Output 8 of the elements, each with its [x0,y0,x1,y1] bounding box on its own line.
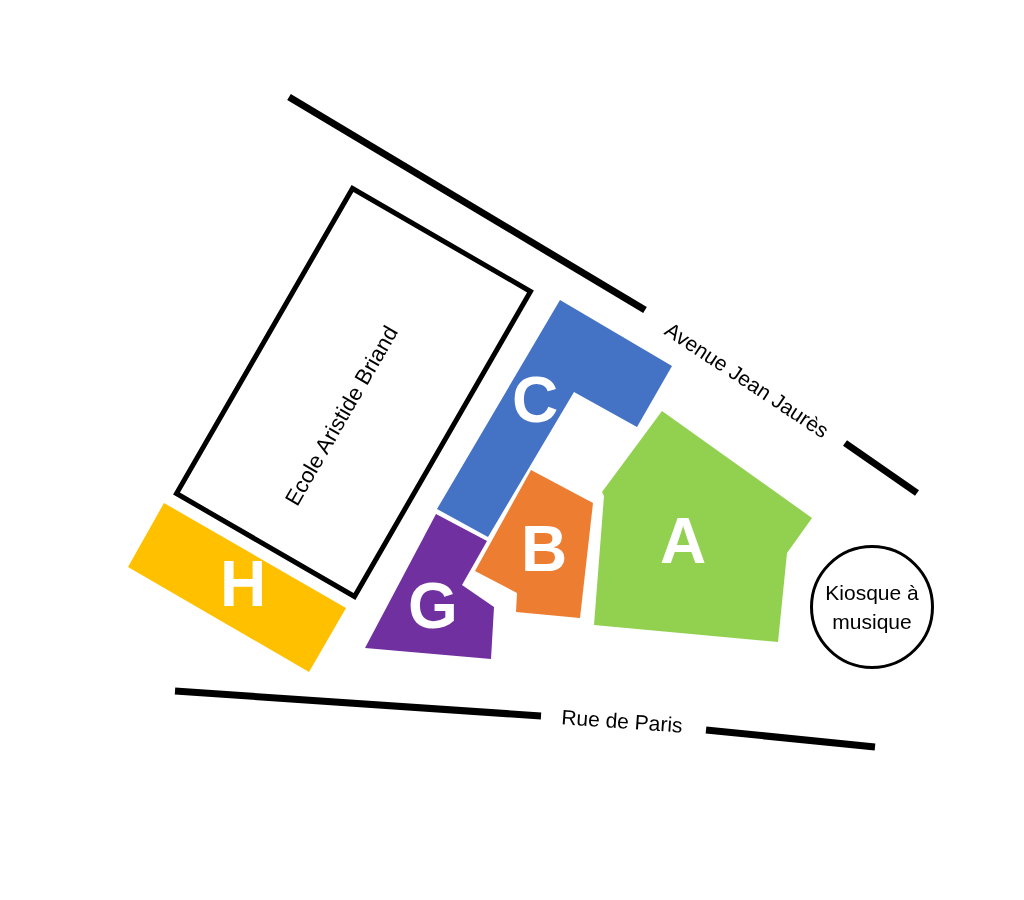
building-letter: G [408,574,458,638]
building-letter: C [511,368,559,432]
kiosk-name: Kiosque à musique [824,579,920,635]
building-letter: A [659,509,707,573]
building-letter: H [219,552,267,616]
building-letter: B [520,517,568,581]
street-name: Rue de Paris [560,704,684,738]
kiosk-circle [810,545,934,669]
